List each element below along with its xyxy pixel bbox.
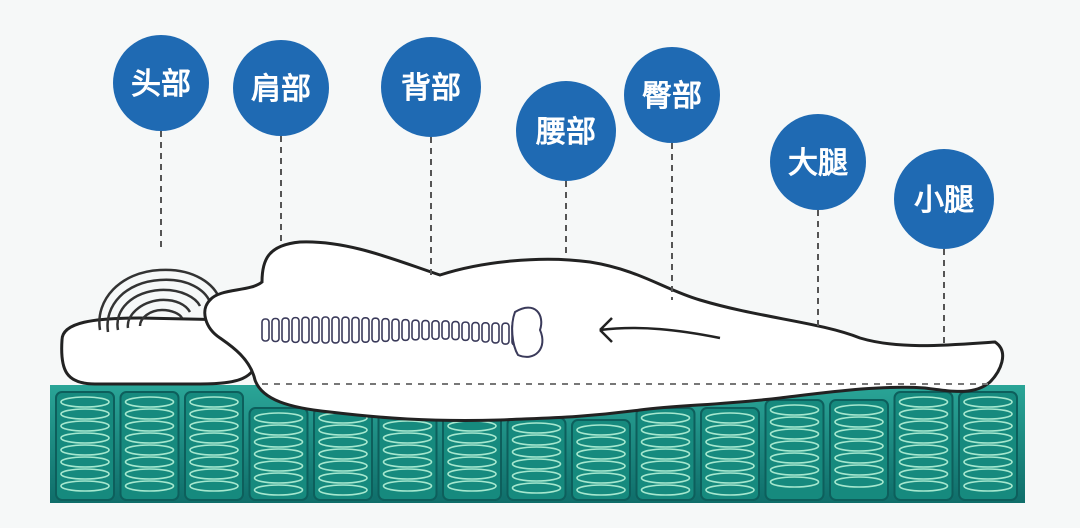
body-part-label: 大腿 xyxy=(770,114,866,210)
body-part-label: 肩部 xyxy=(233,40,329,136)
spring-coil xyxy=(571,419,631,501)
body-part-label: 背部 xyxy=(381,37,481,137)
pointer-lines xyxy=(160,131,945,348)
label-circle xyxy=(233,40,329,136)
label-text: 大腿 xyxy=(788,146,848,181)
spring-coil xyxy=(184,391,244,501)
spring-coil xyxy=(829,399,889,501)
label-text: 腰部 xyxy=(536,115,596,150)
spring-coil xyxy=(313,407,373,501)
spring-coil xyxy=(893,391,954,501)
label-text: 臀部 xyxy=(642,79,702,114)
spring-coil xyxy=(635,407,696,501)
label-text: 肩部 xyxy=(251,72,311,107)
body-silhouette xyxy=(203,240,1005,423)
label-text: 头部 xyxy=(131,67,191,102)
spring-coil xyxy=(764,399,825,501)
label-circle xyxy=(770,114,866,210)
spring-coil xyxy=(55,391,115,501)
label-circle xyxy=(624,47,720,143)
label-text: 背部 xyxy=(401,71,461,106)
spring-coil xyxy=(506,417,567,501)
label-circle xyxy=(516,81,616,181)
spring-coil xyxy=(700,407,760,501)
label-text: 小腿 xyxy=(914,183,974,218)
body-part-label: 头部 xyxy=(113,35,209,131)
spring-row xyxy=(55,391,1018,501)
spring-coil xyxy=(119,391,180,501)
spring-coil xyxy=(958,391,1018,501)
spine xyxy=(261,306,544,358)
hair xyxy=(98,268,222,333)
spring-coil xyxy=(248,407,309,501)
body-part-label: 小腿 xyxy=(894,149,994,249)
label-circle xyxy=(381,37,481,137)
arm-line xyxy=(599,317,721,343)
body-part-label: 臀部 xyxy=(624,47,720,143)
label-circle xyxy=(894,149,994,249)
label-circle xyxy=(113,35,209,131)
body-part-label: 腰部 xyxy=(516,81,616,181)
